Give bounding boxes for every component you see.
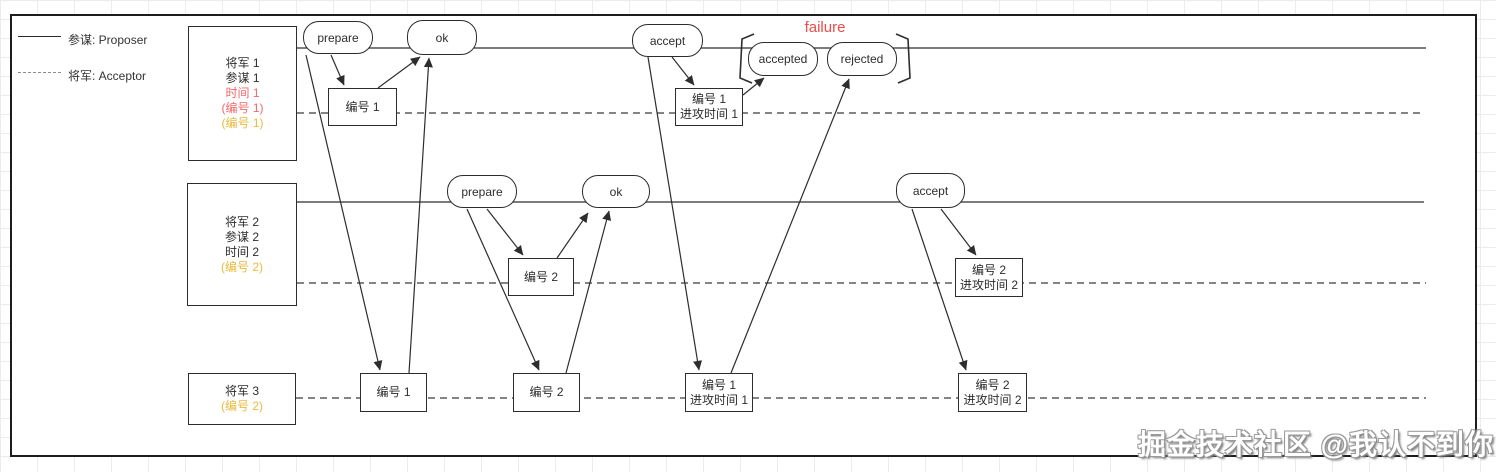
box-number2-attacktime2-line1: 编号 2	[971, 262, 1006, 277]
box-number1-attacktime1-line2: 进攻时间 1	[679, 107, 738, 121]
general-1-time: 时间 1	[225, 86, 260, 100]
general-3-box: 将军 3 (编号 2)	[188, 373, 296, 425]
node-accept-round2: accept	[896, 173, 965, 208]
general-2-name: 将军 2	[224, 214, 259, 229]
box-number2-attacktime2-line2: 进攻时间 2	[959, 277, 1018, 292]
box-number2-attacktime2-acceptor: 编号 2 进攻时间 2	[958, 373, 1027, 412]
box-number1-attacktime1-acceptor: 编号 1 进攻时间 1	[685, 373, 753, 412]
general-1-staff: 参谋 1	[225, 71, 260, 85]
acceptor-attack1-line2: 进攻时间 1	[689, 392, 748, 407]
failure-label: failure	[804, 19, 846, 36]
node-prepare-round2: prepare	[447, 175, 517, 208]
node-accept-round1: accept	[632, 24, 703, 57]
acceptor-attack2-line1: 编号 2	[975, 377, 1010, 392]
node-prepare-round1: prepare	[303, 21, 373, 54]
node-ok-round1: ok	[407, 20, 477, 55]
legend-acceptor-label: 将军: Acceptor	[68, 69, 147, 83]
general-1-box: 将军 1 参谋 1 时间 1 (编号 1) (编号 1)	[188, 26, 297, 161]
general-3-number-yellow: (编号 2)	[220, 399, 263, 413]
box-number1-proposer1: 编号 1	[328, 88, 397, 126]
general-2-time: 时间 2	[224, 244, 259, 259]
general-1-number-yellow: (编号 1)	[221, 116, 264, 130]
box-number1-attacktime1-line1: 编号 1	[691, 92, 726, 106]
box-number1-acceptor: 编号 1	[360, 373, 427, 412]
node-rejected: rejected	[827, 42, 897, 76]
node-ok-round2: ok	[582, 175, 650, 208]
box-number2-proposer2: 编号 2	[508, 258, 574, 296]
legend-proposer-line	[18, 36, 61, 37]
box-number1-attacktime1-proposer1: 编号 1 进攻时间 1	[675, 88, 743, 126]
legend-acceptor-line	[18, 72, 61, 73]
general-2-staff: 参谋 2	[224, 229, 259, 244]
legend-proposer-label: 参谋: Proposer	[68, 33, 148, 47]
general-1-name: 将军 1	[225, 56, 260, 70]
juejin-watermark: 掘金技术社区 @我认不到你	[1137, 429, 1494, 460]
general-1-number-red: (编号 1)	[221, 101, 264, 115]
box-number2-acceptor: 编号 2	[513, 373, 580, 412]
general-2-number-yellow: (编号 2)	[220, 259, 263, 274]
acceptor-attack1-line1: 编号 1	[701, 377, 736, 392]
box-number2-attacktime2-proposer2: 编号 2 进攻时间 2	[955, 258, 1023, 297]
general-3-name: 将军 3	[224, 384, 259, 398]
acceptor-attack2-line2: 进攻时间 2	[963, 392, 1022, 407]
general-2-box: 将军 2 参谋 2 时间 2 (编号 2)	[187, 183, 297, 306]
node-accepted: accepted	[748, 42, 818, 76]
